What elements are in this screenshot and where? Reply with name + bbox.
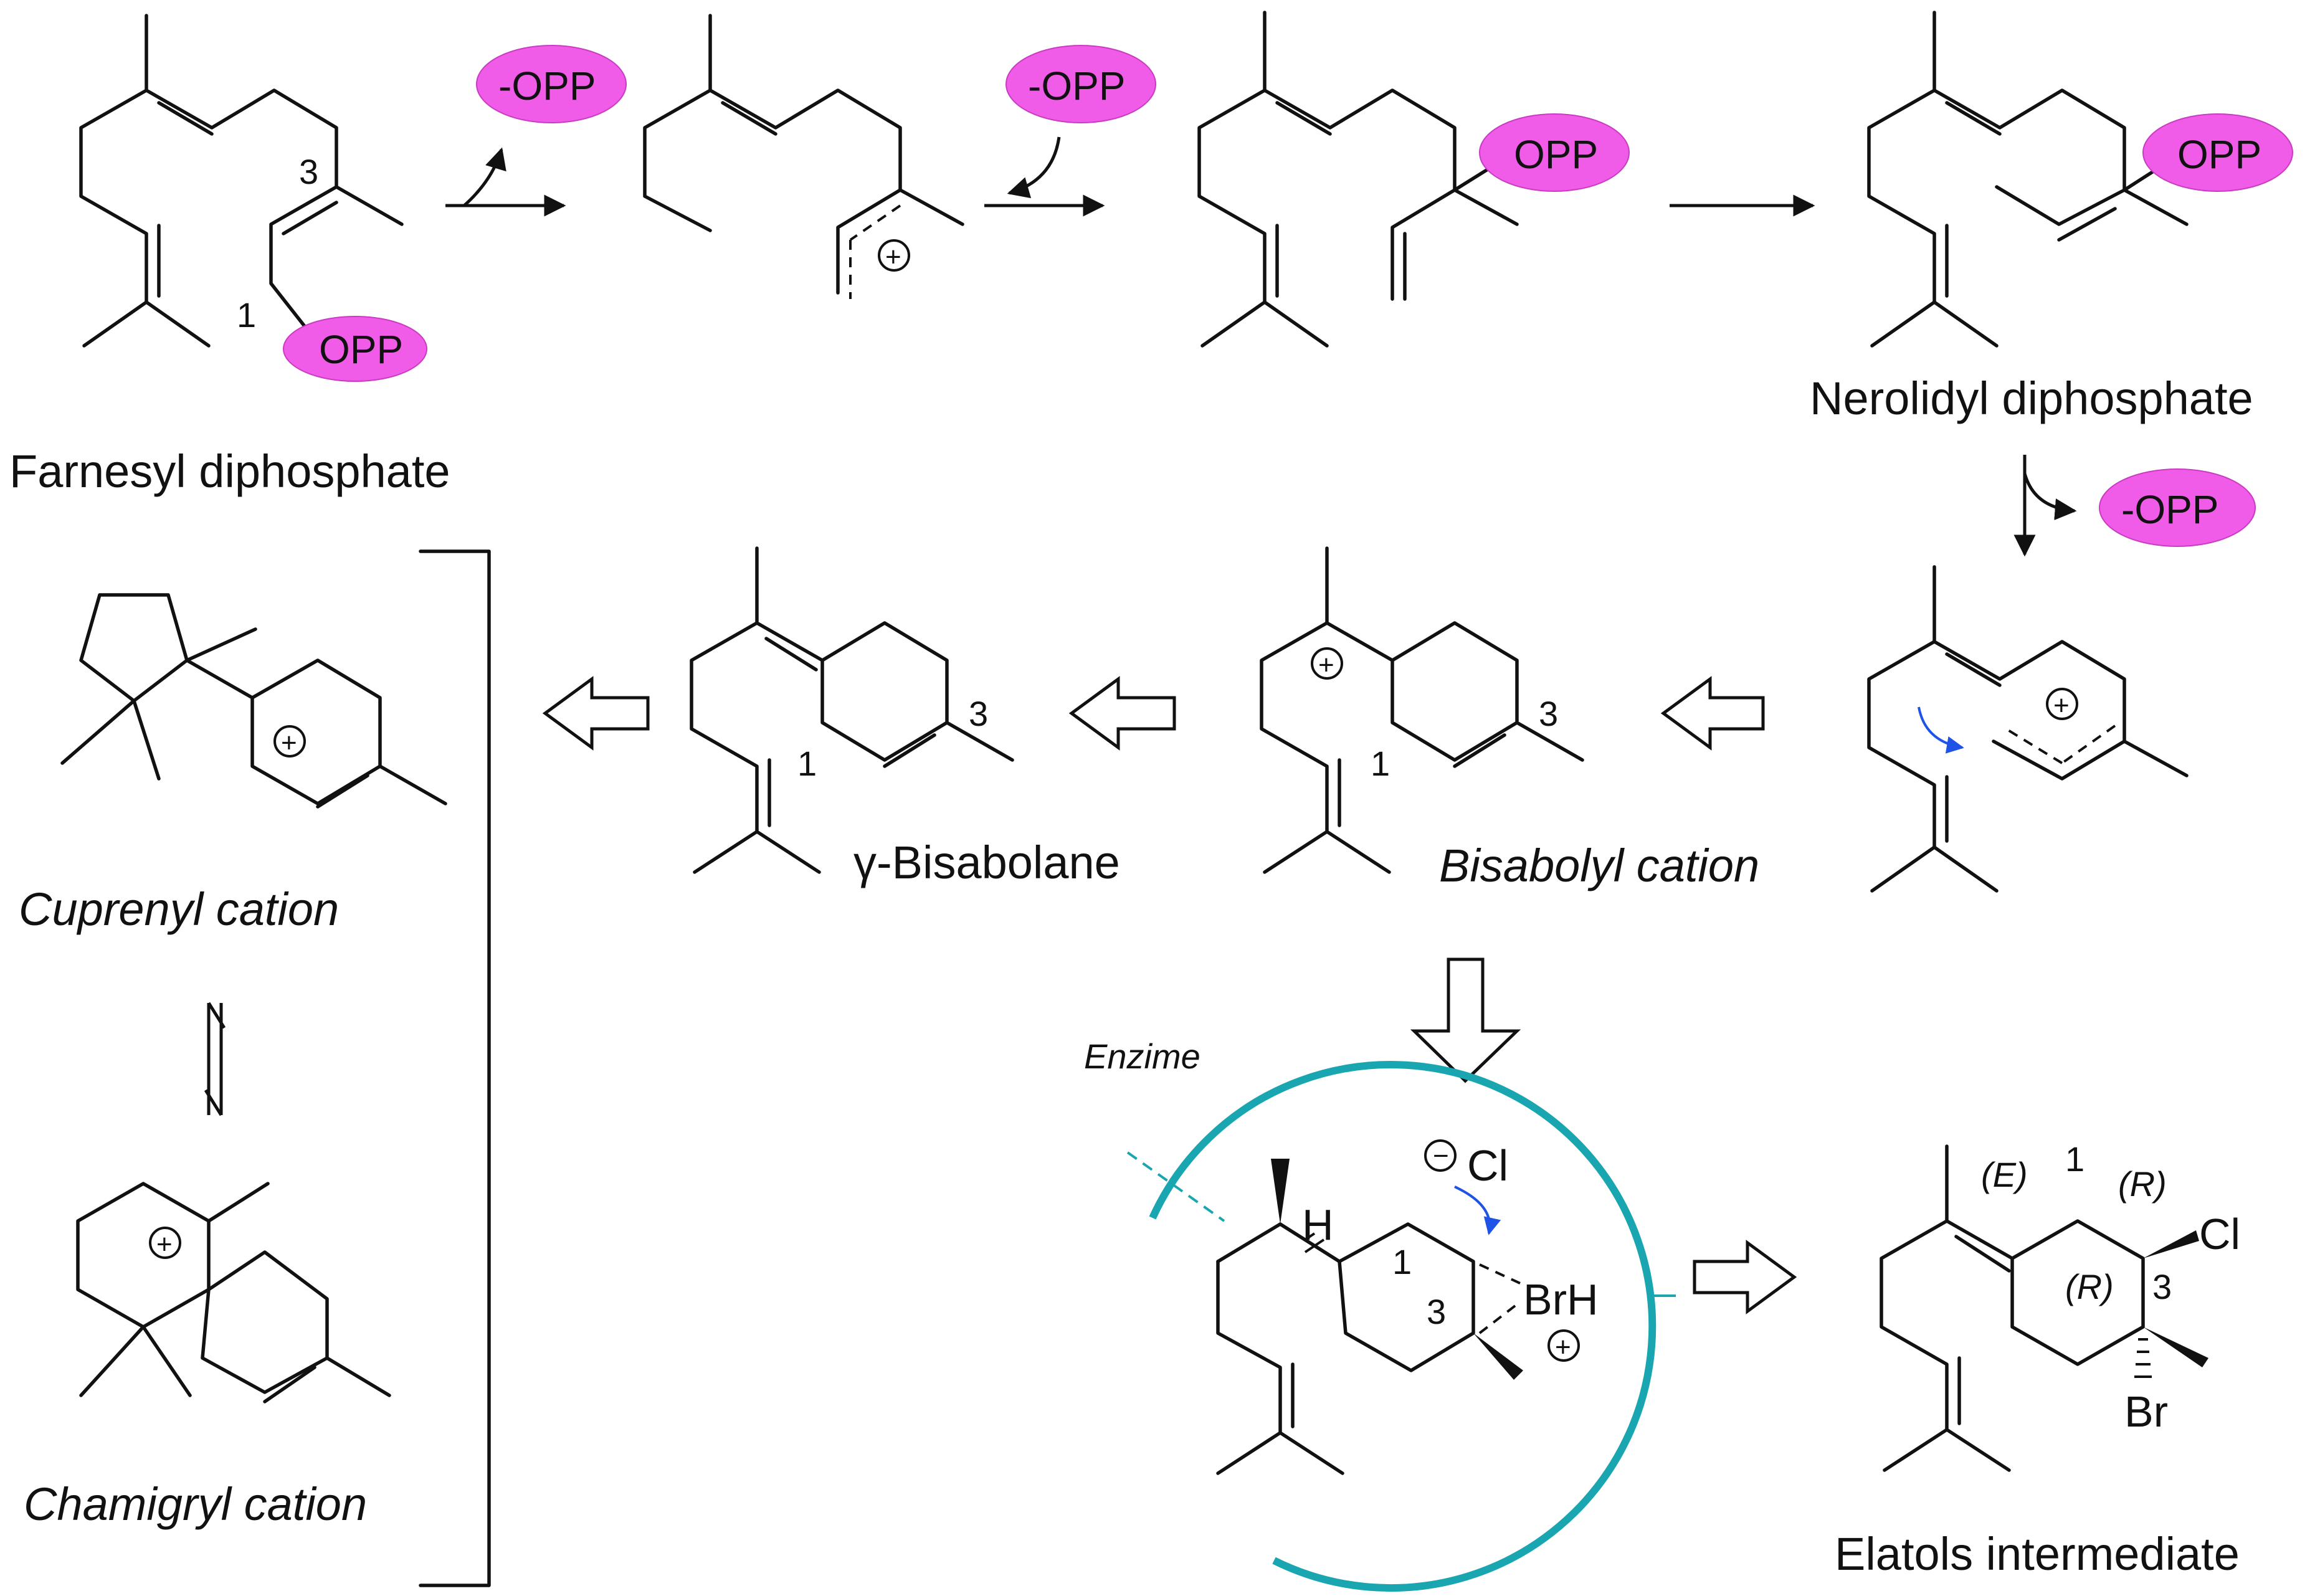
elatol-r-label-1: (R) bbox=[2118, 1164, 2167, 1204]
open-arrow-to-enzyme bbox=[1410, 957, 1521, 1083]
bromonium-c3-label: 3 bbox=[1427, 1292, 1446, 1331]
elatol-intermediate-name: Elatols intermediate bbox=[1835, 1528, 2240, 1580]
enzyme-arc bbox=[1149, 1061, 1657, 1592]
nerolidyl-opp-group: OPP bbox=[2142, 113, 2293, 192]
tertiary-diphosphate-structure bbox=[1197, 11, 1519, 348]
elatol-c3-label: 3 bbox=[2152, 1267, 2172, 1306]
farnesyl-diphosphate-name: Farnesyl diphosphate bbox=[9, 445, 450, 497]
open-arrow-to-spiro-cations bbox=[542, 676, 650, 751]
chamigryl-cation-name: Chamigryl cation bbox=[24, 1478, 367, 1530]
elatol-e-label: (E) bbox=[1981, 1155, 2028, 1194]
hydrogen-atom: H bbox=[1302, 1200, 1334, 1249]
chlorine-atom: Cl bbox=[2199, 1210, 2240, 1258]
nerolidyl-diphosphate-name: Nerolidyl diphosphate bbox=[1810, 373, 2253, 424]
leaving-opp-ellipse-2 bbox=[1005, 45, 1156, 123]
plus-sign: + bbox=[1555, 1332, 1571, 1362]
plus-sign: + bbox=[281, 728, 297, 758]
farnesyl-c1-label: 1 bbox=[237, 295, 256, 335]
leaving-opp-label-1: -OPP bbox=[498, 64, 596, 108]
leaving-opp-label-3: -OPP bbox=[2121, 487, 2218, 532]
bisabolyl-c1-label: 1 bbox=[1371, 744, 1390, 783]
bisabolyl-cation-structure: + bbox=[1260, 546, 1584, 874]
cyclizing-cation-structure: + bbox=[1867, 565, 2189, 893]
leaving-opp-ellipse-1 bbox=[476, 45, 627, 123]
nerolidyl-diphosphate-structure bbox=[1867, 11, 2189, 348]
bisabolyl-cation-name: Bisabolyl cation bbox=[1439, 840, 1759, 891]
ionization-arrow: -OPP bbox=[445, 45, 627, 217]
plus-sign: + bbox=[156, 1229, 173, 1260]
recombination-arrow: -OPP bbox=[984, 45, 1156, 217]
leaving-opp-label-2: -OPP bbox=[1028, 64, 1125, 108]
cyclization-arrow: -OPP bbox=[2013, 455, 2256, 557]
opp-label: OPP bbox=[319, 327, 403, 372]
minus-sign: − bbox=[1433, 1141, 1449, 1171]
chamigryl-cation-structure: + bbox=[76, 1182, 391, 1404]
product-bracket bbox=[419, 549, 491, 1587]
chloride-atom: Cl bbox=[1467, 1141, 1508, 1190]
nerolidyl-opp-label: OPP bbox=[2177, 132, 2261, 177]
farnesyl-diphosphate-structure bbox=[79, 14, 404, 348]
open-arrow-to-elatol bbox=[1693, 1240, 1797, 1314]
opp-ellipse bbox=[283, 316, 427, 382]
open-arrow-to-bisabolyl bbox=[1660, 676, 1765, 751]
farnesyl-c3-label: 3 bbox=[299, 152, 318, 191]
bisabolene-structure bbox=[690, 546, 1014, 874]
allyl-cation-charge: + bbox=[878, 239, 910, 272]
bromonium-c1-label: 1 bbox=[1392, 1242, 1412, 1281]
plus-sign: + bbox=[2053, 690, 2070, 721]
bisabolene-c3-label: 3 bbox=[969, 694, 988, 733]
enzyme-contact-1 bbox=[1126, 1151, 1225, 1222]
plus-sign: + bbox=[885, 242, 901, 272]
bisabolene-name: γ-Bisabolane bbox=[853, 837, 1120, 888]
allyl-cation-structure bbox=[643, 14, 964, 299]
enzyme-label: Enzime bbox=[1084, 1037, 1200, 1076]
bisabolyl-c3-label: 3 bbox=[1539, 694, 1558, 733]
elatol-intermediate-structure bbox=[1880, 1144, 2208, 1472]
bisabolene-c1-label: 1 bbox=[797, 744, 817, 783]
bromonium-intermediate-structure: − + bbox=[1216, 1139, 1580, 1475]
plus-sign: + bbox=[1318, 650, 1334, 680]
elatol-c1-label: 1 bbox=[2065, 1139, 2084, 1179]
tertiary-opp-group: OPP bbox=[1479, 113, 1630, 192]
open-arrow-to-bisabolene bbox=[1068, 676, 1176, 751]
elatol-r-label-2: (R) bbox=[2065, 1267, 2114, 1306]
cuprenyl-cation-name: Cuprenyl cation bbox=[19, 883, 339, 935]
bromine-atom: Br bbox=[2124, 1387, 2168, 1436]
tertiary-opp-label: OPP bbox=[1514, 132, 1598, 177]
cuprenyl-cation-structure: + bbox=[60, 593, 447, 809]
equilibrium-arrows bbox=[204, 1002, 226, 1116]
farnesyl-opp-group: OPP bbox=[283, 316, 427, 382]
bromonium-atom: BrH bbox=[1523, 1275, 1599, 1324]
